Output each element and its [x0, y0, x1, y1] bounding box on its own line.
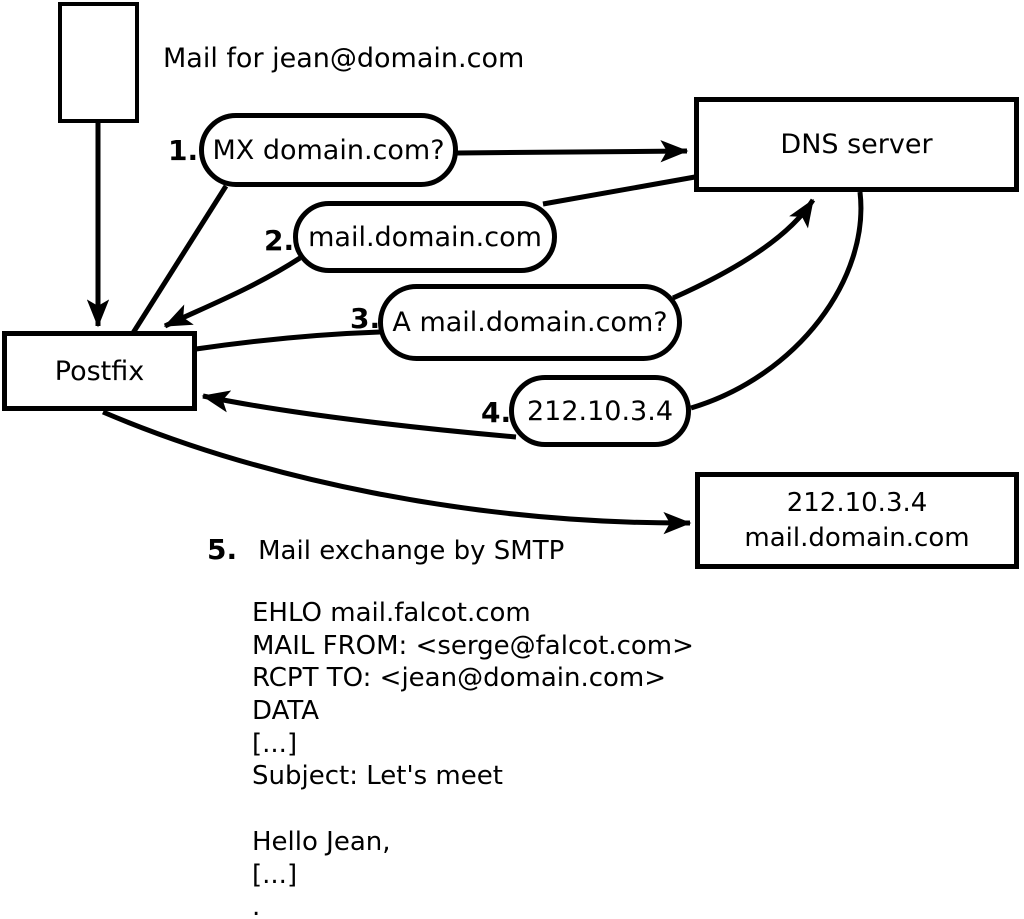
smtp-line-mail-from: MAIL FROM: <serge@falcot.com>: [252, 630, 694, 661]
pill-a-query-label: A mail.domain.com?: [392, 307, 668, 338]
step-number-4: 4.: [481, 396, 512, 429]
step-number-3: 3.: [350, 302, 381, 335]
pill-mx-answer-label: mail.domain.com: [308, 221, 542, 253]
dns-server-label: DNS server: [780, 129, 933, 160]
line-postfix-to-mx-query: [130, 184, 229, 335]
postfix-label: Postfix: [54, 355, 145, 387]
line-postfix-to-a-query: [195, 329, 381, 352]
mail-server-ip: 212.10.3.4: [786, 487, 928, 518]
pill-a-answer-label: 212.10.3.4: [527, 395, 673, 427]
smtp-line-ellipsis-1: [...]: [252, 728, 298, 759]
arrow-a-answer-to-postfix: [201, 390, 517, 440]
mail-server-node: 212.10.3.4 mail.domain.com: [695, 472, 1019, 569]
line-dns-to-mx-answer: [542, 174, 696, 207]
arrow-mx-answer-to-postfix: [163, 255, 302, 329]
mail-server-hostname: mail.domain.com: [744, 522, 970, 553]
pill-mx-query-label: MX domain.com?: [212, 134, 445, 166]
dns-server-node: DNS server: [694, 97, 1019, 192]
smtp-line-end-dot: .: [252, 892, 261, 919]
mail-envelope-shape: [58, 2, 139, 123]
pill-a-answer: 212.10.3.4: [509, 375, 691, 447]
step-5-label: Mail exchange by SMTP: [258, 536, 565, 566]
smtp-line-data: DATA: [252, 696, 319, 727]
postfix-node: Postfix: [2, 331, 197, 411]
step-number-1: 1.: [168, 134, 199, 167]
step-5-caption: 5. Mail exchange by SMTP: [207, 533, 564, 568]
step-number-2: 2.: [264, 224, 295, 257]
smtp-line-blank: [252, 793, 694, 826]
pill-mx-answer: mail.domain.com: [293, 201, 557, 273]
pill-mx-query: MX domain.com?: [199, 113, 458, 187]
smtp-line-subject: Subject: Let's meet: [252, 761, 503, 792]
arrow-a-query-to-dns: [671, 198, 816, 301]
smtp-line-ellipsis-2: [...]: [252, 859, 298, 890]
arrow-smtp-postfix-to-mailserver: [102, 409, 692, 535]
arrow-mx-query-to-dns: [456, 140, 689, 163]
smtp-line-hello: Hello Jean,: [252, 826, 391, 857]
pill-a-query: A mail.domain.com?: [378, 284, 682, 361]
smtp-line-ehlo: EHLO mail.falcot.com: [252, 598, 531, 628]
line-dns-to-a-answer: [690, 191, 864, 411]
smtp-session-text: EHLO mail.falcot.com MAIL FROM: <serge@f…: [252, 597, 694, 919]
step-number-5: 5.: [207, 533, 238, 566]
mail-note: Mail for jean@domain.com: [163, 43, 525, 74]
smtp-line-rcpt-to: RCPT TO: <jean@domain.com>: [252, 663, 667, 694]
